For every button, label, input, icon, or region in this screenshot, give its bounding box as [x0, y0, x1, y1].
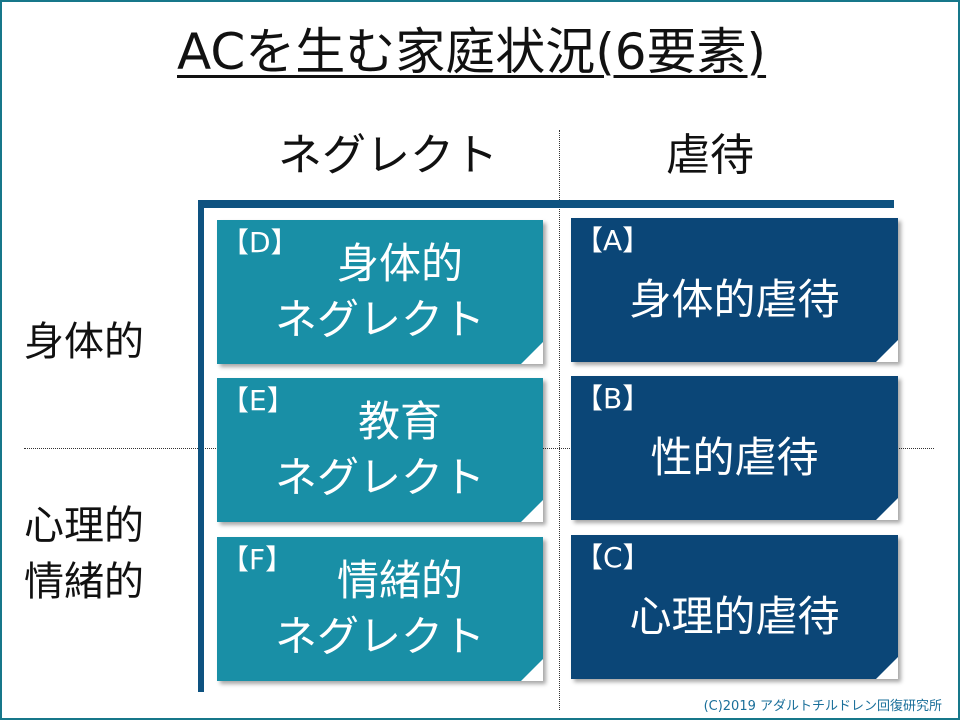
card-tag: 【F】 [221, 543, 294, 576]
row-header-emotional: 心理的 情緒的 [24, 498, 144, 610]
card-physical-neglect: 【D】 身体的 ネグレクト [217, 220, 543, 364]
card-tag: 【D】 [221, 226, 299, 259]
card-fold-corner [876, 657, 898, 679]
card-line2: ネグレクト [274, 612, 485, 661]
card-line1: 身体的 [336, 239, 463, 288]
card-fold-corner [521, 659, 543, 681]
card-tag: 【A】 [575, 224, 651, 257]
vertical-dotted-divider [559, 130, 560, 710]
card-line2: ネグレクト [274, 453, 485, 502]
card-line1: 性的虐待 [650, 433, 819, 482]
card-fold-corner [876, 498, 898, 520]
vertical-axis-bar [198, 200, 204, 692]
card-fold-corner [521, 342, 543, 364]
card-fold-corner [876, 340, 898, 362]
row-header-emotional-line2: 情緒的 [24, 559, 144, 605]
card-education-neglect: 【E】 教育 ネグレクト [217, 378, 543, 522]
card-emotional-neglect: 【F】 情緒的 ネグレクト [217, 537, 543, 681]
column-header-abuse: 虐待 [666, 130, 754, 181]
row-header-emotional-line1: 心理的 [24, 503, 144, 549]
card-line1: 心理的虐待 [629, 592, 840, 641]
card-tag: 【B】 [575, 382, 651, 415]
horizontal-axis-bar [198, 200, 894, 208]
card-physical-abuse: 【A】 身体的虐待 [571, 218, 898, 362]
row-header-physical: 身体的 [24, 319, 144, 365]
card-line2: ネグレクト [274, 295, 485, 344]
column-header-neglect: ネグレクト [278, 130, 498, 181]
card-psychological-abuse: 【C】 心理的虐待 [571, 535, 898, 679]
page-title: ACを生む家庭状況(6要素) [177, 23, 767, 81]
card-line1: 教育 [357, 397, 442, 446]
card-tag: 【C】 [575, 541, 651, 574]
card-tag: 【E】 [221, 384, 295, 417]
card-line1: 身体的虐待 [629, 275, 840, 324]
copyright-footer: (C)2019 アダルトチルドレン回復研究所 [703, 699, 942, 714]
card-fold-corner [521, 500, 543, 522]
card-line1: 情緒的 [336, 556, 463, 605]
card-sexual-abuse: 【B】 性的虐待 [571, 376, 898, 520]
